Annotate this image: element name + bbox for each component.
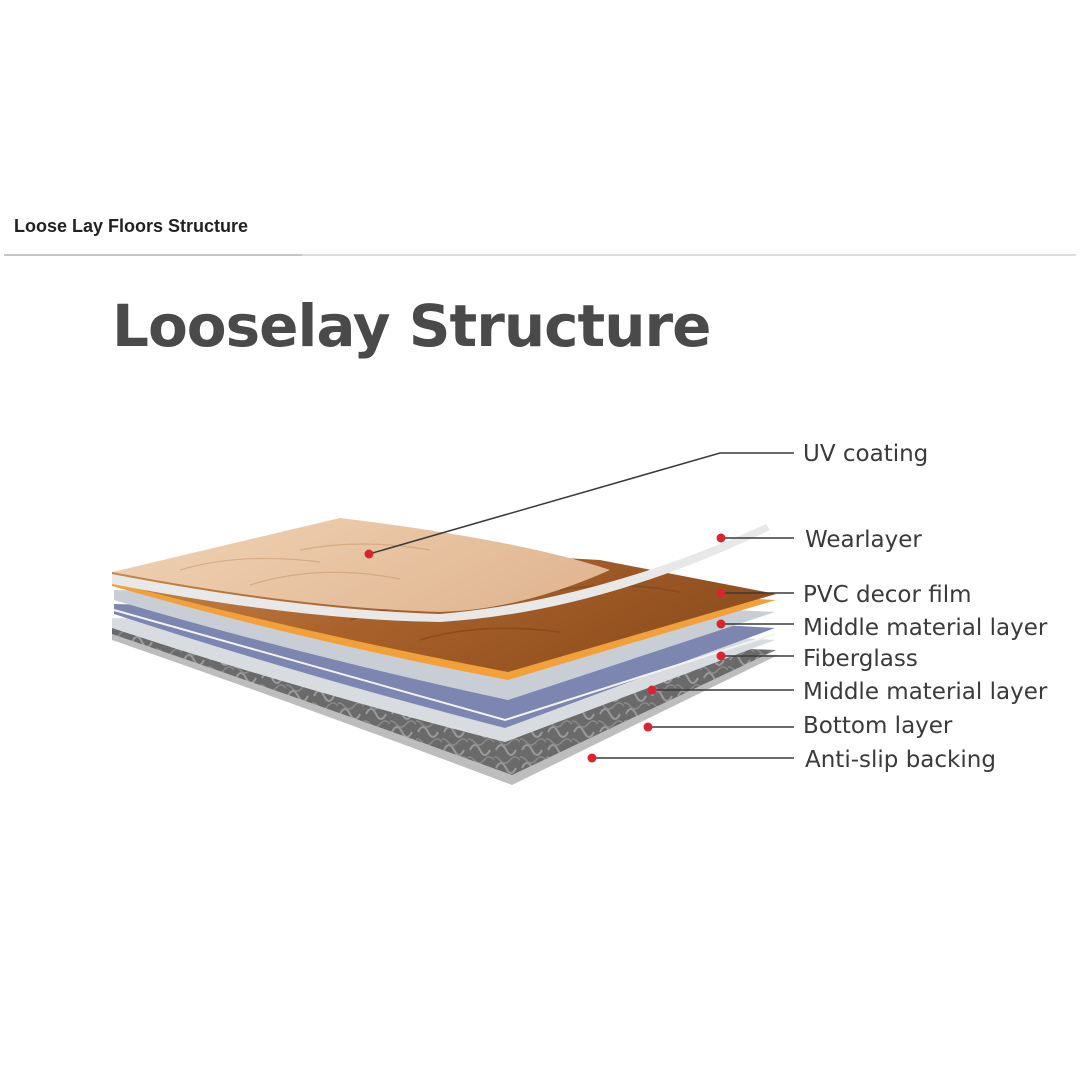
label-pvc-decor-film: PVC decor film [803,582,972,608]
marker-dot [716,619,726,629]
header-divider [4,254,1076,256]
label-uv-coating: UV coating [803,441,928,467]
layer-markers [364,533,726,763]
label-anti-slip-backing: Anti-slip backing [805,747,996,773]
label-middle-material-layer-2: Middle material layer [803,679,1048,705]
marker-dot [716,651,726,661]
leader-lines [368,452,794,759]
marker-dot [643,722,653,732]
diagram-title: Looselay Structure [112,292,711,360]
label-fiberglass: Fiberglass [803,646,918,672]
marker-dot [364,549,374,559]
marker-dot [716,533,726,543]
label-bottom-layer: Bottom layer [803,713,953,739]
marker-dot [647,685,657,695]
marker-dot [716,588,726,598]
marker-dot [587,753,597,763]
label-wearlayer: Wearlayer [805,527,922,553]
header-divider-accent [4,254,302,256]
label-middle-material-layer: Middle material layer [803,615,1048,641]
section-header: Loose Lay Floors Structure [14,216,249,236]
uv-coating-layer [112,518,610,612]
